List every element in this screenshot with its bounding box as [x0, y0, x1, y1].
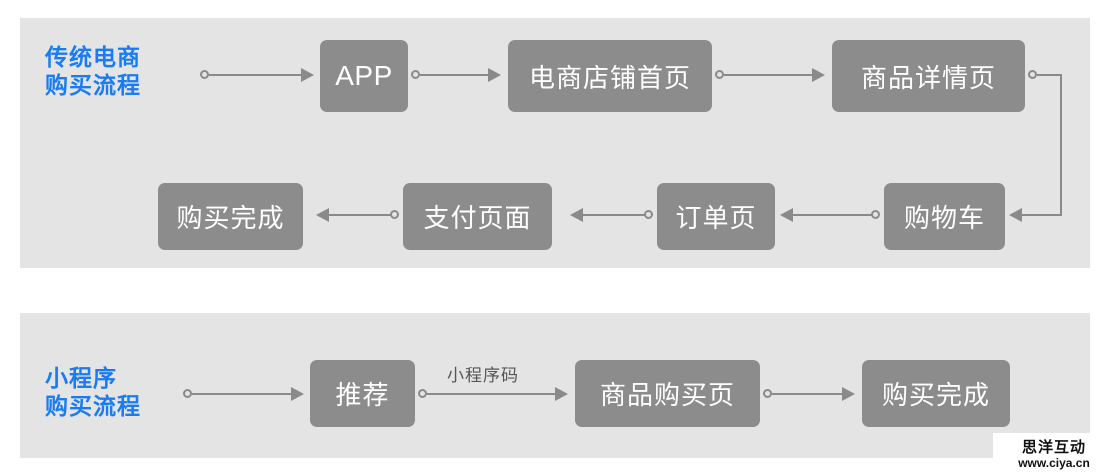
connector-line-start-recommend [192, 393, 291, 395]
node-purchase-complete[interactable]: 购买完成 [158, 183, 303, 250]
flow-title-traditional: 传统电商 购买流程 [45, 43, 141, 99]
node-product-buy-page[interactable]: 商品购买页 [575, 360, 760, 427]
connector-line-start-app [209, 74, 301, 76]
connector-dot-app-shop [411, 70, 420, 79]
watermark-name: 思洋互动 [1021, 438, 1086, 456]
connector-arrow-start-app [301, 68, 314, 82]
connector-line-recommend-buy [427, 393, 555, 395]
connector-line-cart-order [793, 214, 873, 216]
connector-dot-recommend-buy [418, 389, 427, 398]
connector-dot-detail-cart [1028, 70, 1037, 79]
flow-title-traditional-line1: 传统电商 [45, 44, 141, 70]
flow-title-miniprogram-line2: 购买流程 [45, 393, 141, 419]
connector-arrow-cart-order [780, 208, 793, 222]
connector-arrow-recommend-buy [555, 387, 568, 401]
connector-line-pay-done [329, 214, 392, 216]
node-app[interactable]: APP [320, 40, 408, 112]
connector-start-dot-traditional [200, 70, 209, 79]
node-shop-home[interactable]: 电商店铺首页 [508, 40, 712, 112]
connector-arrow-app-shop [488, 68, 501, 82]
flow-title-traditional-line2: 购买流程 [45, 72, 141, 98]
node-order-page[interactable]: 订单页 [657, 183, 775, 250]
connector-line-order-pay [583, 214, 646, 216]
connector-arrow-start-recommend [291, 387, 304, 401]
connector-line-app-shop [420, 74, 488, 76]
node-purchase-complete-mini[interactable]: 购买完成 [862, 360, 1010, 427]
watermark-url: www.ciya.cn [1018, 455, 1090, 470]
watermark: 思洋互动 www.ciya.cn [993, 433, 1115, 475]
connector-arrow-shop-detail [812, 68, 825, 82]
connector-line-shop-detail [724, 74, 812, 76]
connector-line-detail-down [1060, 74, 1062, 216]
node-product-detail[interactable]: 商品详情页 [832, 40, 1025, 112]
flow-title-miniprogram-line1: 小程序 [45, 365, 117, 391]
connector-start-dot-miniprogram [183, 389, 192, 398]
node-payment-page[interactable]: 支付页面 [403, 183, 552, 250]
node-recommend[interactable]: 推荐 [310, 360, 415, 427]
connector-dot-shop-detail [715, 70, 724, 79]
connector-line-buy-done [772, 393, 842, 395]
flow-title-miniprogram: 小程序 购买流程 [45, 364, 141, 420]
connector-dot-buy-done [763, 389, 772, 398]
node-shopping-cart[interactable]: 购物车 [884, 183, 1005, 250]
connector-arrow-pay-done [316, 208, 329, 222]
connector-line-detail-left-to-cart [1022, 214, 1062, 216]
connector-arrow-order-pay [570, 208, 583, 222]
edge-label-miniprogram-code: 小程序码 [447, 366, 519, 385]
connector-arrow-buy-done [842, 387, 855, 401]
connector-line-detail-right [1037, 74, 1062, 76]
connector-arrow-detail-cart [1009, 208, 1022, 222]
